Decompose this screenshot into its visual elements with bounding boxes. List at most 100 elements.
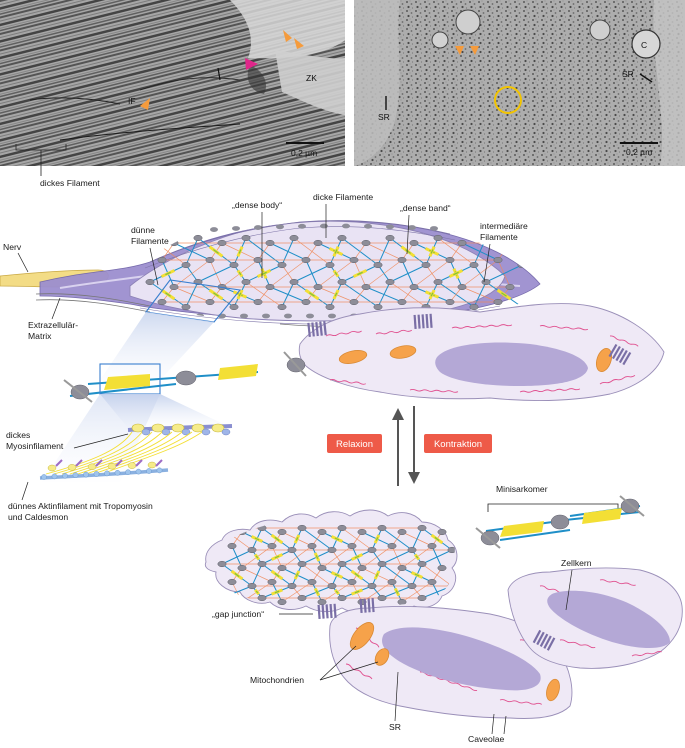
gap-junction-label: „gap junction“ [212, 609, 264, 619]
dense-body [297, 594, 307, 602]
dense-body [493, 298, 503, 306]
actin-filament [411, 527, 423, 551]
dense-band [232, 226, 240, 231]
dense-body [469, 261, 479, 269]
dickes-filament-callout: dickes Filament [15, 144, 100, 188]
myosin-filament-core [501, 292, 507, 297]
orange-arrow-marker [455, 46, 464, 55]
dense-body [313, 283, 323, 291]
dense-body [237, 564, 247, 572]
zk-label: ZK [306, 73, 317, 83]
myosin-filament-core [430, 292, 434, 297]
intermediate-filament [63, 379, 93, 403]
actin-monomer [83, 471, 89, 478]
actin-monomer [104, 470, 110, 477]
myosin-tail [45, 431, 133, 475]
tropomyosin [95, 459, 103, 467]
myosin-light-chain [201, 428, 211, 436]
dense-band [254, 225, 262, 230]
intermediate-filament [401, 581, 433, 603]
dense-body [267, 542, 277, 550]
dense-body [397, 564, 407, 572]
dense-body [377, 524, 387, 532]
sarkomer-detail-top [63, 351, 307, 403]
myosin-filament-core [357, 271, 363, 276]
sarcoplasmic-reticulum [631, 651, 662, 657]
orange-arrow-marker [283, 30, 292, 42]
orange-arrow-marker [294, 38, 304, 49]
dicke-filamente-label: dicke Filamente [313, 192, 373, 202]
gap-junction [317, 603, 337, 619]
dense-body [265, 283, 275, 291]
actin-filament [251, 563, 263, 587]
myosin-tail [101, 431, 203, 475]
dense-body [169, 239, 179, 247]
dense-band [166, 229, 174, 235]
dense-body [337, 234, 347, 242]
scale-bar-right [620, 142, 658, 144]
dense-body [385, 234, 395, 242]
dense-body-label: „dense body“ [232, 200, 282, 210]
actin-filament [499, 529, 571, 541]
dense-body [407, 582, 417, 590]
dense-band [328, 313, 336, 319]
dense-body [387, 542, 397, 550]
myosin-head [131, 423, 145, 433]
bottom-labels: Zellkern „gap junction“ Mitochondrien SR… [212, 558, 592, 744]
duenne-filamente-label-1: dünne [131, 225, 155, 235]
tropomyosin [55, 459, 63, 467]
myosin-filament [500, 521, 544, 537]
myosin-head [191, 423, 205, 433]
dense-body [205, 298, 215, 306]
myosin-filament-core [501, 249, 507, 254]
actin-filament [281, 237, 295, 266]
myosin-filament-core [354, 590, 360, 594]
gap-junction [413, 313, 433, 329]
dense-body [325, 261, 335, 269]
actin-filament [197, 264, 235, 283]
dense-body [297, 524, 307, 532]
micrograph-left: 0,2 µm ZK IF [0, 0, 345, 166]
dense-body [217, 594, 227, 602]
dense-body [433, 278, 443, 286]
dense-body [445, 256, 455, 264]
actin-filament [421, 549, 453, 565]
c-label: C [641, 40, 647, 50]
dense-band [408, 225, 416, 230]
dense-body [317, 564, 327, 572]
myosin-tail [85, 431, 183, 475]
nerv-label: Nerv [3, 242, 22, 252]
dense-body [157, 298, 167, 306]
dense-body [377, 560, 387, 568]
dense-body [257, 594, 267, 602]
bottom-cell-assembly [204, 509, 683, 719]
myosin-filament-core [165, 271, 171, 276]
actin-filament [185, 281, 199, 308]
actin-filament [377, 281, 391, 308]
actin-filament [185, 237, 199, 266]
if-label: IF [128, 96, 136, 106]
dense-body [277, 598, 287, 606]
mitochondrion [595, 347, 613, 373]
dense-body [301, 256, 311, 264]
dense-body [427, 578, 437, 586]
dense-body [361, 283, 371, 291]
myosin-head [211, 423, 225, 433]
dense-body [337, 524, 347, 532]
dense-body [217, 560, 227, 568]
dense-body [457, 283, 467, 291]
sarcoplasmic-reticulum [325, 330, 362, 337]
myosin-head [127, 462, 137, 469]
gap-junction [307, 321, 327, 337]
dense-body [307, 578, 317, 586]
dense-body [193, 234, 203, 242]
dense-body [493, 256, 503, 264]
dense-body [385, 278, 395, 286]
zoom-fan-1 [100, 312, 214, 380]
mitochondrion [349, 622, 375, 650]
gap-junction [608, 343, 632, 366]
dense-body [227, 542, 237, 550]
myosin-filament-core [238, 292, 242, 297]
mitochondrien-label: Mitochondrien [250, 675, 304, 685]
